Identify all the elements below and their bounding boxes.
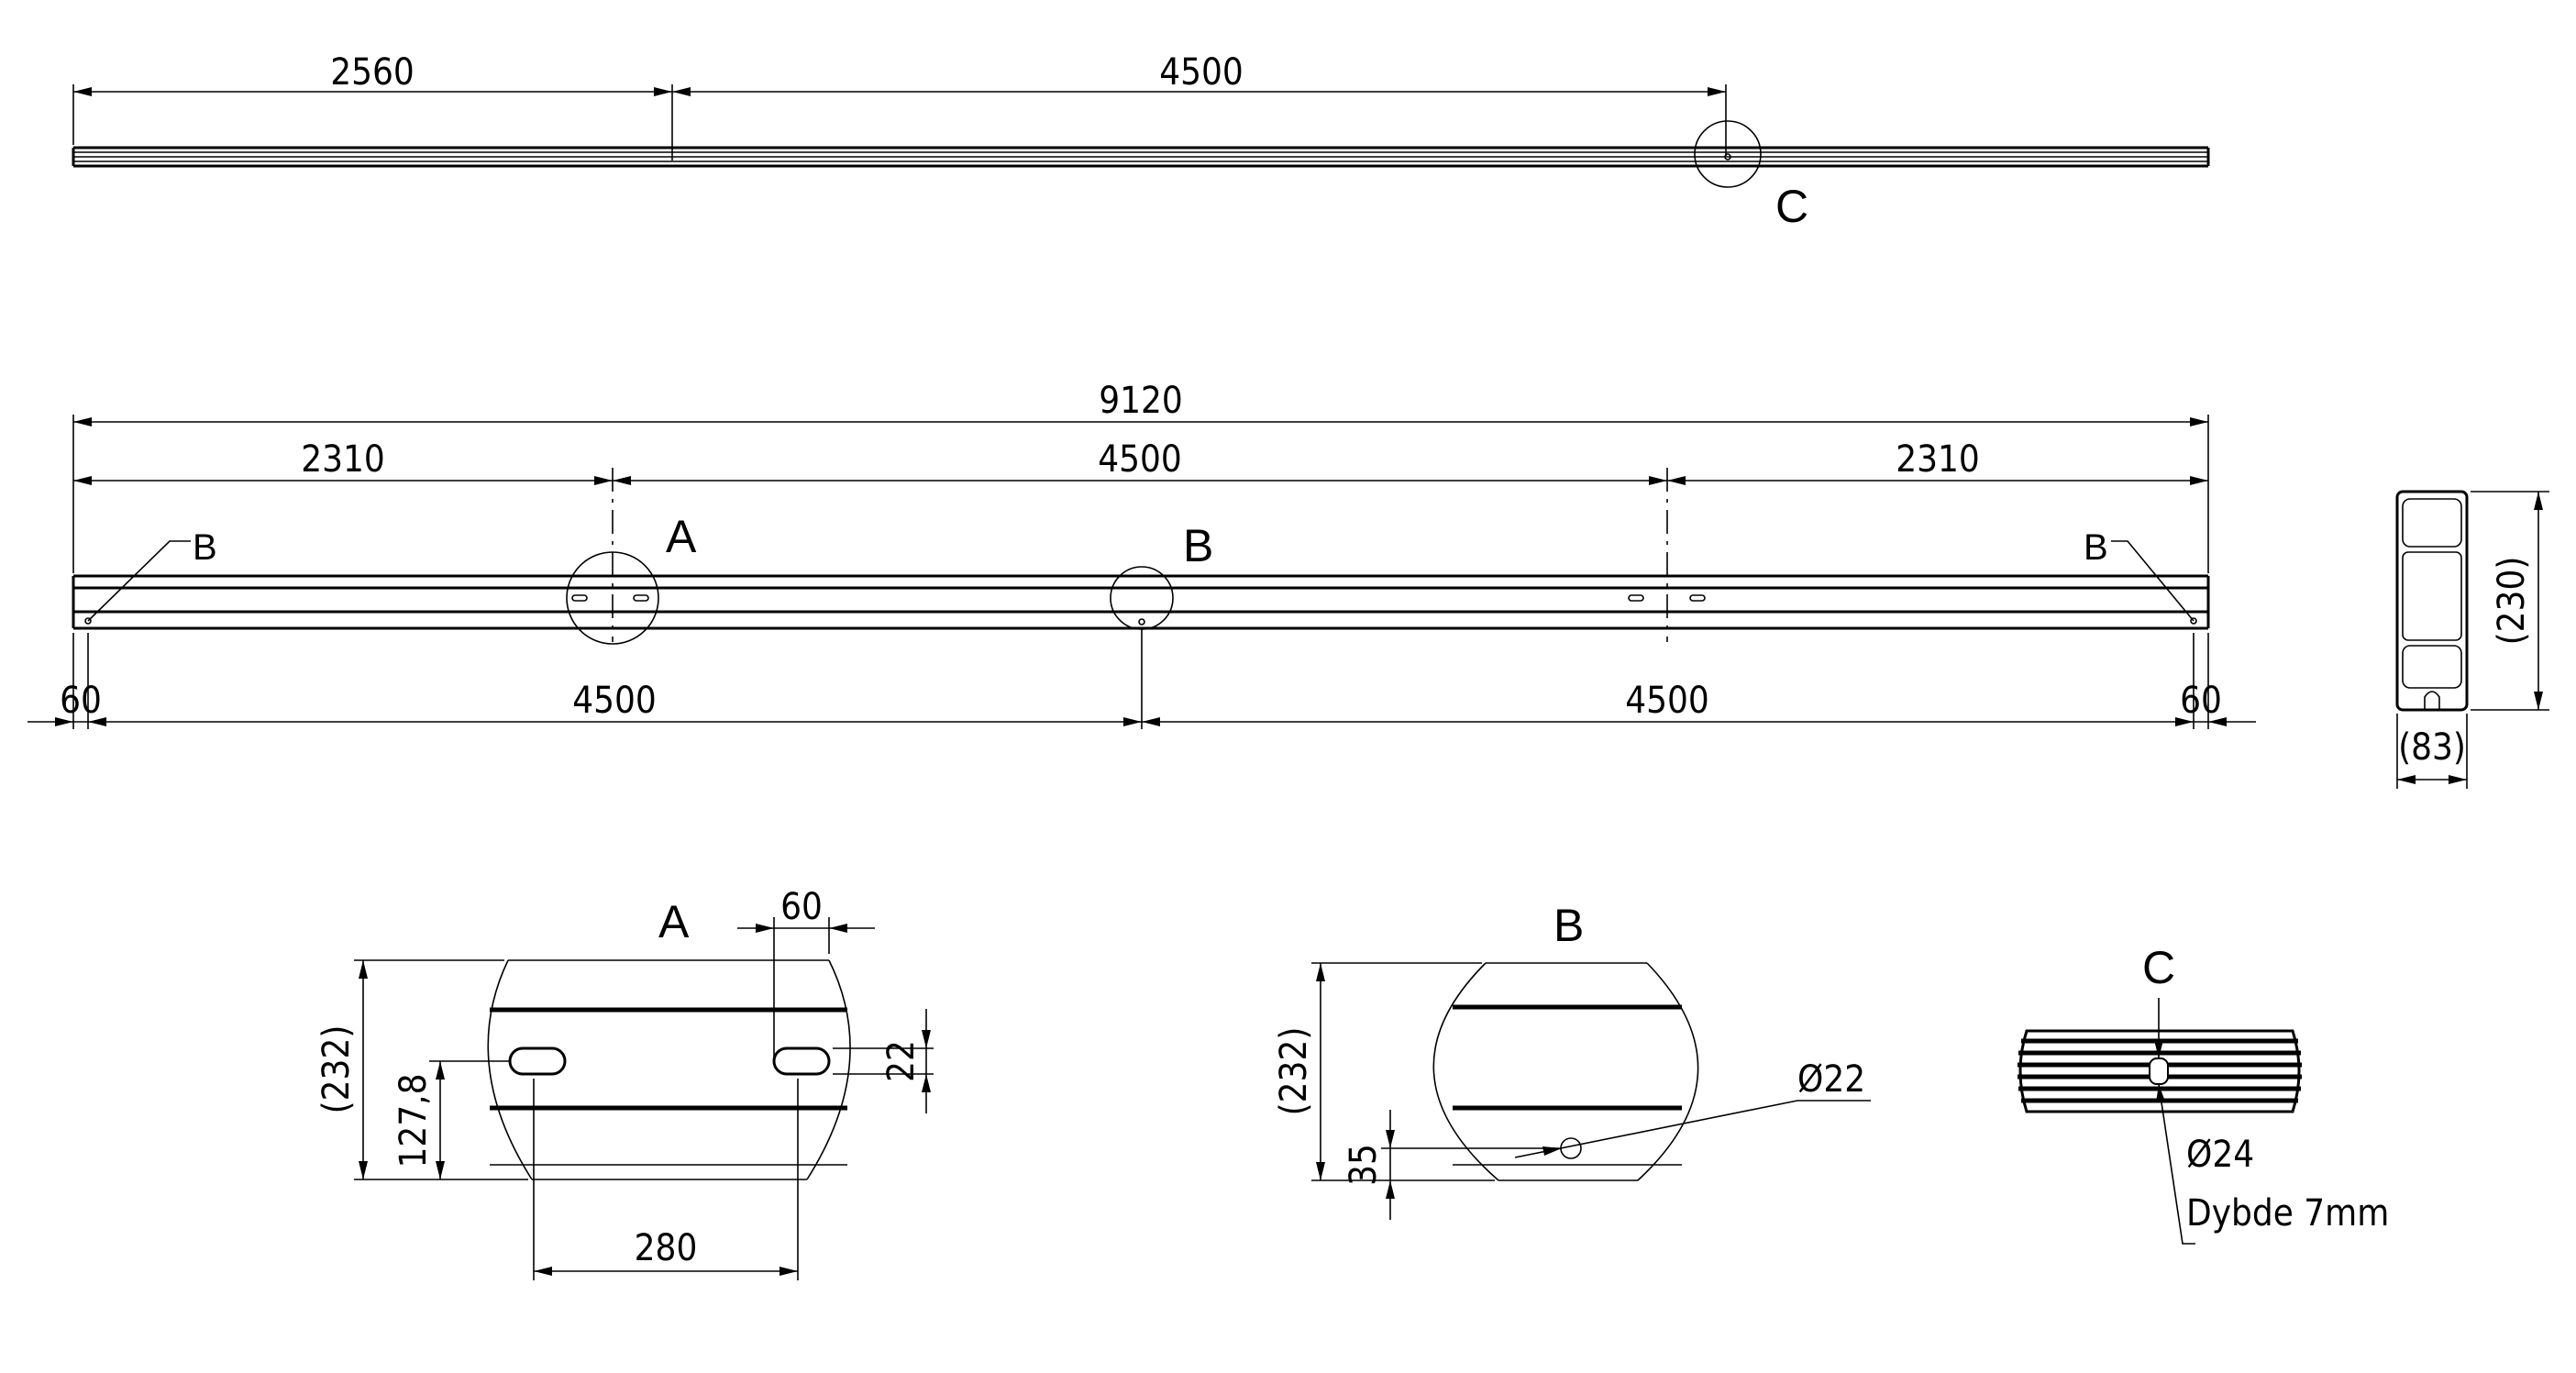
side-view-slots-a	[571, 594, 1706, 602]
detail-a: A 60 (232) 127,8	[315, 886, 934, 1280]
side-dim-60-left: 60	[60, 680, 102, 722]
side-dim-9120: 9120	[1099, 380, 1183, 422]
top-view-rail	[72, 146, 2210, 168]
detail-c-callout-circle	[1694, 120, 1762, 188]
detail-a-dim-22: 22	[880, 1040, 923, 1082]
section-view: (230) (83)	[2395, 490, 2549, 789]
end-label-b-right: B	[2084, 527, 2108, 568]
top-dim-line	[73, 87, 1726, 96]
detail-b-callout-label: B	[1183, 520, 1213, 571]
side-dim-4500-bottom-left: 4500	[572, 680, 657, 722]
side-dim-4500-center: 4500	[1098, 438, 1182, 481]
detail-b-title: B	[1553, 900, 1584, 951]
detail-c-dim-diameter-24: Ø24	[2186, 1134, 2254, 1176]
detail-c-title: C	[2142, 942, 2175, 993]
side-dim-overall-line	[73, 417, 2208, 426]
detail-a-title: A	[658, 896, 690, 947]
side-dim-chain-line	[73, 476, 2208, 485]
end-label-b-left: B	[193, 527, 217, 568]
detail-a-callout-circle	[566, 551, 659, 645]
detail-b-dim-diameter-22: Ø22	[1797, 1058, 1865, 1101]
top-view: 2560 4500 C	[72, 51, 2210, 232]
detail-c: C Ø24 Dybde 7mm	[2018, 942, 2389, 1245]
detail-b-dim-232: (232)	[1273, 1027, 1315, 1116]
detail-c-depth-note: Dybde 7mm	[2186, 1192, 2389, 1235]
detail-a-dim-60: 60	[780, 886, 823, 928]
detail-b-profile	[1432, 962, 1699, 1181]
detail-c-callout-label: C	[1775, 181, 1808, 232]
section-profile	[2395, 490, 2469, 712]
detail-a-profile	[487, 959, 851, 1180]
side-view-rail	[72, 574, 2210, 630]
detail-b: B (232) 35 Ø22	[1273, 900, 1871, 1220]
detail-a-dim-127-8: 127,8	[392, 1074, 435, 1168]
side-dim-60-right: 60	[2180, 680, 2222, 722]
detail-b-dim-35: 35	[1343, 1144, 1385, 1186]
side-dim-bottom-line	[28, 717, 2256, 726]
top-dim-2560: 2560	[330, 51, 415, 94]
side-dim-2310-right: 2310	[1896, 438, 1980, 481]
section-dim-230: (230)	[2491, 557, 2533, 646]
side-dim-4500-bottom-right: 4500	[1625, 680, 1709, 722]
top-dim-4500: 4500	[1159, 51, 1244, 94]
detail-a-dim-280: 280	[635, 1227, 698, 1269]
side-dim-2310-left: 2310	[301, 438, 385, 481]
detail-a-callout-label: A	[666, 511, 697, 562]
detail-b-callout-circle	[1110, 566, 1174, 630]
section-dim-83: (83)	[2398, 726, 2466, 769]
detail-a-dim-232: (232)	[315, 1025, 358, 1114]
side-view: 9120 2310 4500 2310 60 4500 4500 60	[28, 380, 2256, 729]
